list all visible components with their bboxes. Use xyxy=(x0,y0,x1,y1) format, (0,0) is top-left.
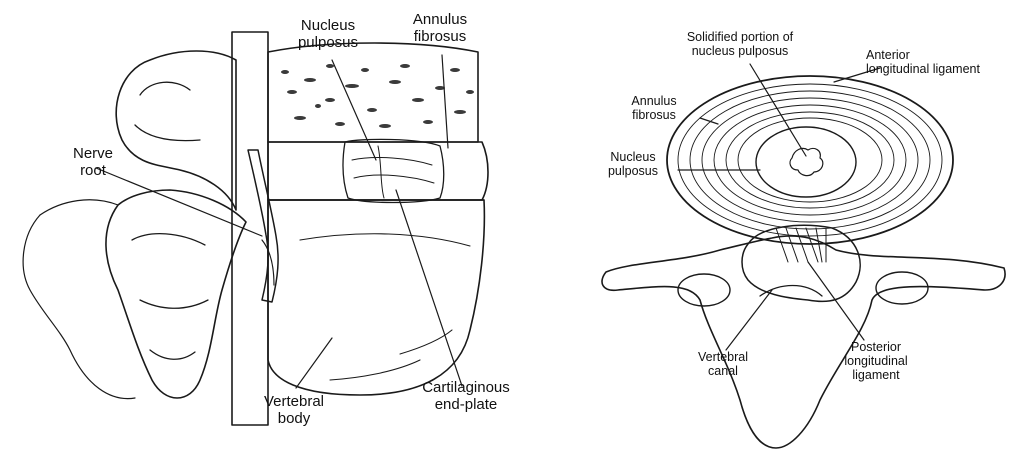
label-vertebral-body: Vertebral body xyxy=(254,394,334,428)
label-cartilaginous-end-plate: Cartilaginous end-plate xyxy=(410,380,522,414)
intervertebral-disc xyxy=(268,142,488,200)
label-nucleus-pulposus-right: Nucleus pulposus xyxy=(588,150,678,178)
solidified-nucleus xyxy=(790,148,823,175)
posterior-elements xyxy=(116,51,236,210)
label-annulus-fibrosus-right: Annulus fibrosus xyxy=(612,94,696,122)
label-vertebral-canal: Vertebral canal xyxy=(688,350,758,378)
posterior-longitudinal-ligament xyxy=(776,228,826,262)
left-leader-lines xyxy=(96,55,462,388)
lateral-spine-view xyxy=(23,32,488,425)
annulus-lamellae xyxy=(678,84,942,236)
label-nucleus-pulposus-left: Nucleus pulposus xyxy=(284,18,372,52)
label-posterior-longitudinal-ligament: Posterior longitudinal ligament xyxy=(826,340,926,382)
lower-vertebral-body xyxy=(268,200,484,395)
spinal-cord-column xyxy=(232,32,268,425)
label-solidified-portion: Solidified portion of nucleus pulposus xyxy=(660,30,820,58)
label-annulus-fibrosus-left: Annulus fibrosus xyxy=(400,12,480,46)
right-leader-lines xyxy=(678,64,880,350)
label-nerve-root: Nerve root xyxy=(62,146,124,180)
nucleus-pulposus-region xyxy=(343,139,444,202)
vertebral-arch xyxy=(602,236,1005,448)
label-anterior-longitudinal-ligament: Anterior longitudinal ligament xyxy=(866,48,1012,76)
annulus-fibrosus-disc xyxy=(667,76,953,244)
nucleus-pulposus xyxy=(756,127,856,197)
